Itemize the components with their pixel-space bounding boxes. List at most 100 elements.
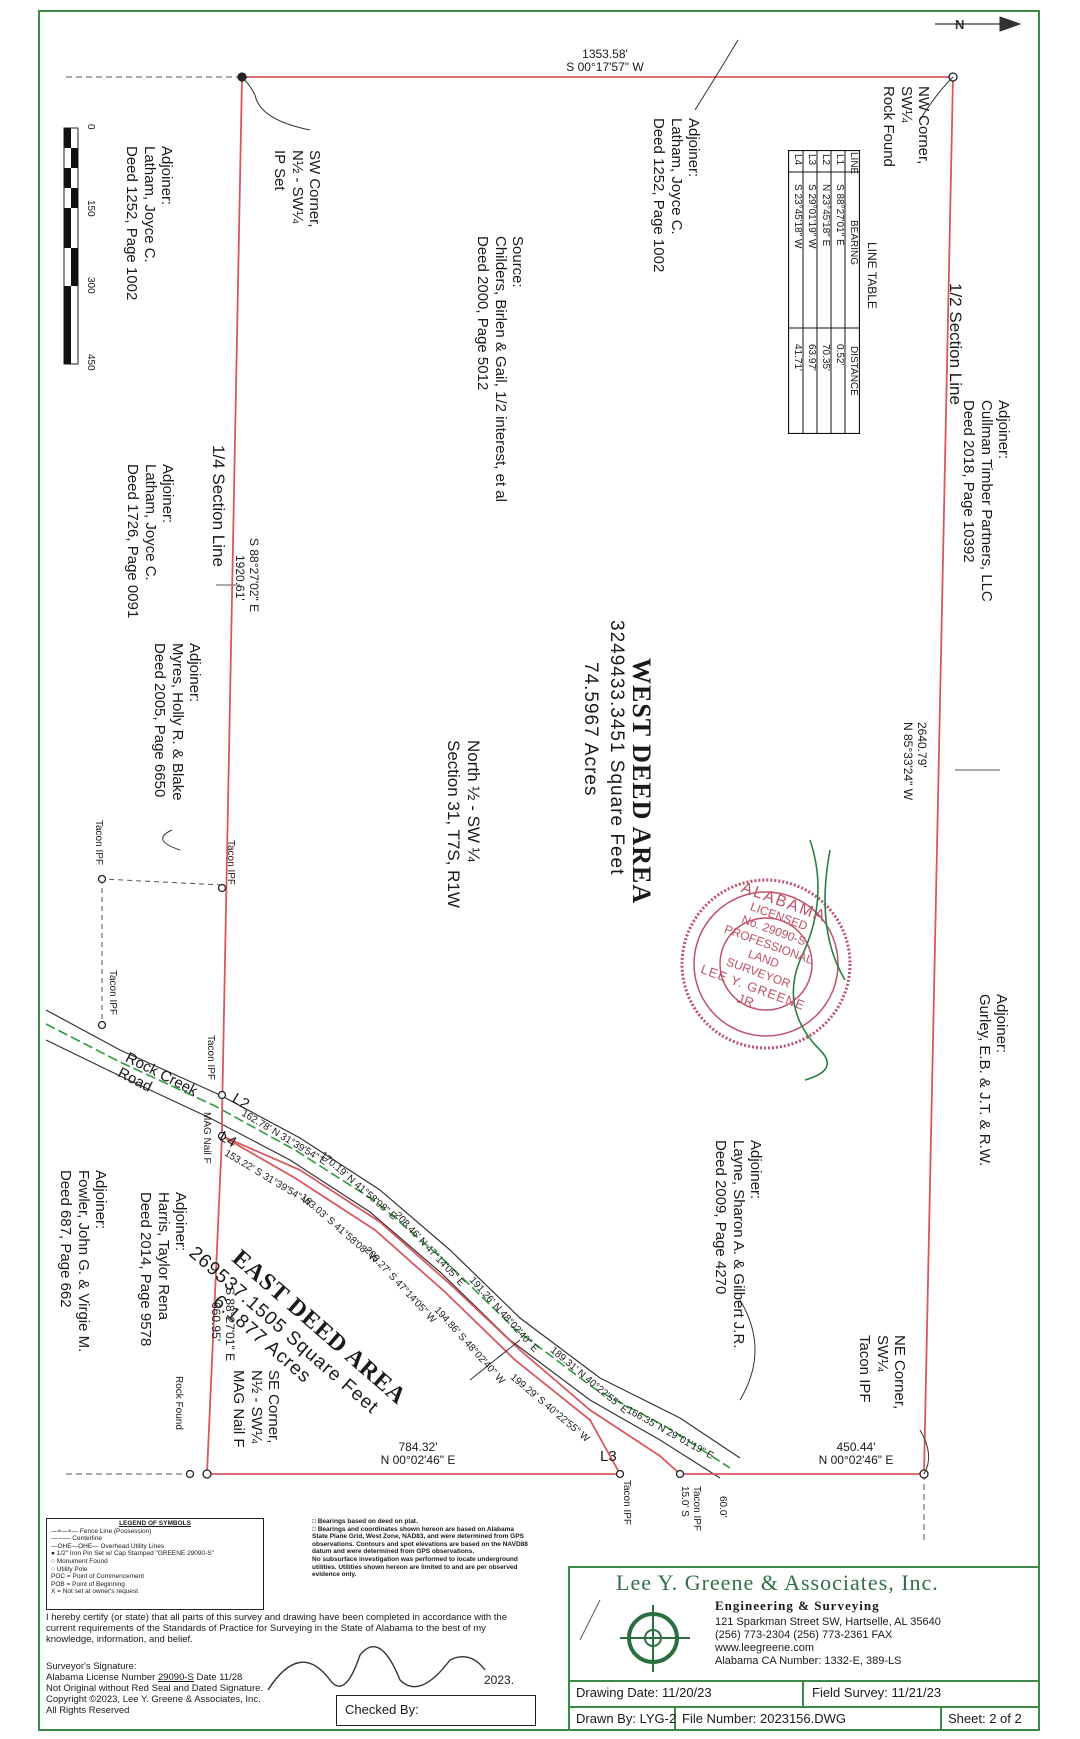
web-line: www.leegreene.com [715, 1642, 815, 1654]
fence-line [101, 878, 223, 886]
mag-nail-found [217, 1131, 227, 1141]
scale-tick-0: 0 [85, 124, 96, 130]
ne-leader [919, 1429, 930, 1475]
west-deed-acres: 74.5967 Acres [580, 662, 601, 797]
mag-nail-label: MAG Nail F [201, 1112, 212, 1164]
legend-item: ○ Utility Pole [51, 1565, 88, 1573]
adjoiner-harris: Adjoiner: Harris, Taylor Rena Deed 2014,… [137, 1192, 190, 1347]
west-line-distance: 1920.61' [233, 555, 247, 601]
table-row: 70.35' [820, 344, 831, 371]
header-bearing: BEARING [848, 220, 859, 266]
not-original-notice: Not Original without Red Seal and Dated … [46, 1683, 264, 1694]
scale-tick-450: 450 [85, 354, 96, 371]
title-block-divider [570, 1680, 1038, 1682]
layne-leader [739, 1299, 756, 1401]
tacon-ipf-6 [675, 1469, 685, 1479]
south-west-bearing: N 00°02'46" E [380, 1453, 456, 1467]
license-label: Alabama License Number [46, 1672, 156, 1683]
sheet-border [38, 10, 1040, 1731]
firm-address: 121 Sparkman Street SW, Hartselle, AL 35… [715, 1616, 941, 1668]
firm-subtitle: Engineering & Surveying [715, 1598, 880, 1613]
address-line: 121 Sparkman Street SW, Hartselle, AL 35… [715, 1616, 941, 1628]
firm-name: Lee Y. Greene & Associates, Inc. [616, 1570, 939, 1595]
surveyor-signature [267, 1645, 486, 1691]
ne-corner-label: NE Corner, SW¼ Tacon IPF [856, 1335, 909, 1410]
leader-bottom [579, 1599, 601, 1641]
copyright-notice: Copyright ©2023, Lee Y. Greene & Associa… [46, 1694, 261, 1705]
field-survey-date: Field Survey: 11/21/23 [812, 1685, 942, 1700]
table-row: L4 [792, 154, 803, 166]
adjoiner-latham-1726: Adjoiner: Latham, Joyce C. Deed 1726, Pa… [124, 464, 177, 619]
legend-item: —OHE—OHE— Overhead Utility Lines [51, 1542, 165, 1550]
nw-leader [919, 76, 954, 121]
note-item: No subsurface investigation was performe… [312, 1555, 518, 1579]
title-block-divider-2 [570, 1706, 1038, 1708]
west-line-bearing: S 88°27'02" E [247, 538, 261, 613]
rock-found-monument [185, 1469, 195, 1479]
scale-tick-300: 300 [85, 277, 96, 294]
date-value: 11/28 [219, 1672, 243, 1683]
source-deed: Source: Childers, Birlen & Gail, 1/2 int… [474, 236, 527, 502]
tacon-offset-label: Tacon IPF 15.0' S [679, 1486, 703, 1532]
rock-found-label: Rock Found [173, 1376, 184, 1430]
legend-item: X = Not set at owner's request [51, 1588, 139, 1596]
adjoiner-gurley: Adjoiner: Gurley, E.B. & J.T. & R.W. [975, 994, 1010, 1167]
legend-title: LEGEND OF SYMBOLS [119, 1520, 191, 1527]
east-line-bearing: N 85°33'24" W [901, 722, 915, 801]
nw-corner-label: NW Corner, SW¼ Rock Found [880, 86, 933, 167]
table-row: N 23°45'18" E [820, 184, 831, 247]
adjoiner-myres: Adjoiner: Myres, Holly R. & Blake Deed 2… [151, 643, 204, 801]
west-deed-title: WEST DEED AREA [627, 658, 656, 905]
north-line-distance: 1353.58' [582, 47, 628, 61]
tacon-ipf-label-2: Tacon IPF [93, 820, 104, 866]
legend-item: ○ Monument Found [51, 1557, 108, 1565]
tacon-ipf-1 [217, 883, 227, 893]
legend-item: ● 1/2" Iron Pin Set w/ Cap Stamped "GREE… [51, 1550, 214, 1558]
road-right-of-way-south [45, 1039, 721, 1479]
half-section-line-label: 1/2 Section Line [946, 283, 965, 405]
tacon-ipf-label-3: Tacon IPF [107, 970, 118, 1016]
sw-corner-label: SW Corner, N½ - SW¼ IP Set [271, 150, 324, 228]
title-block: Lee Y. Greene & Associates, Inc. Enginee… [568, 1566, 1040, 1731]
drawing-date: Drawing Date: 11/20/23 [576, 1685, 712, 1700]
legend-item: ——— Centerline [51, 1535, 102, 1543]
date-label: Date [196, 1672, 217, 1683]
line-table-title: LINE TABLE [865, 242, 879, 309]
latham-leader [694, 39, 739, 111]
adjoiner-layne: Adjoiner: Layne, Sharon A. & Gilbert J.R… [712, 1140, 765, 1349]
line-table-grid [788, 150, 860, 434]
surveyor-signature-label: Surveyor's Signature: [46, 1661, 137, 1672]
south-east-distance: 450.44' [836, 1440, 876, 1454]
ca-line: Alabama CA Number: 1332-E, 389-LS [715, 1655, 902, 1667]
legend-item: —×—×— Fence Line (Possession) [51, 1527, 152, 1535]
tacon-ipf-3 [97, 1020, 107, 1030]
license-number: 29090-S [157, 1672, 194, 1683]
north-line-bearing: S 00°17'57" W [566, 60, 644, 74]
table-row: 0.52' [834, 344, 845, 366]
table-row: 41.71' [792, 344, 803, 371]
legend-box: LEGEND OF SYMBOLS —×—×— Fence Line (Poss… [46, 1518, 264, 1610]
road-right-of-way-north [45, 1009, 741, 1459]
table-row: L2 [820, 154, 831, 166]
drawn-by: Drawn By: LYG-2 [576, 1711, 677, 1726]
tacon-ipf-label-5: Tacon IPF [621, 1480, 632, 1526]
myres-leader [162, 829, 181, 851]
header-distance: DISTANCE [848, 346, 859, 396]
header-line: LINE [848, 152, 859, 175]
line-l3-label: L3 [600, 1448, 617, 1465]
firm-logo-icon [620, 1605, 690, 1672]
table-row: L3 [806, 154, 817, 166]
legend-item: POB = Point of Beginning [51, 1580, 125, 1588]
east-deed-boundary [206, 1135, 622, 1475]
tacon-ipf-label-4: Tacon IPF [205, 1035, 216, 1081]
table-row: S 29°01'19" W [806, 184, 817, 249]
license-line: Alabama License Number 29090-S Date 11/2… [46, 1672, 336, 1683]
file-number: File Number: 2023156.DWG [682, 1711, 847, 1726]
tacon-ipf-4 [217, 1090, 227, 1100]
row-width-label: 60.0' [717, 1496, 728, 1518]
arrow-leader [469, 1339, 521, 1381]
title-block-divider-3 [802, 1680, 804, 1706]
adjoiner-latham-left: Adjoiner: Latham, Joyce C. Deed 1252, Pa… [123, 146, 176, 301]
